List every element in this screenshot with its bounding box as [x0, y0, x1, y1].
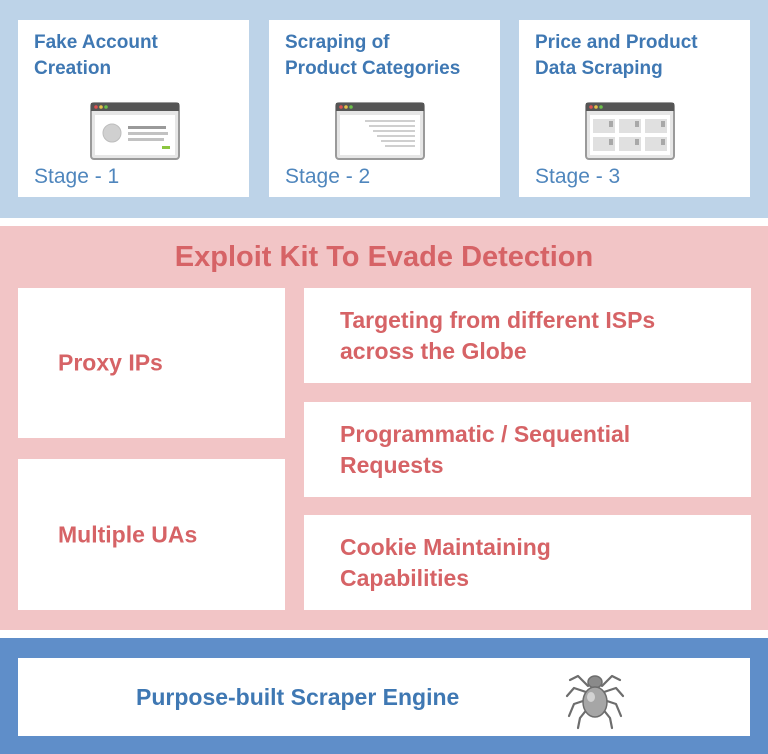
stage-1-title: Fake Account Creation — [34, 32, 158, 79]
cookie-capabilities-label: Cookie Maintaining Capabilities — [340, 533, 551, 591]
stage-3-label: Stage - 3 — [535, 165, 621, 188]
stage-1-label: Stage - 1 — [34, 165, 120, 188]
exploit-kit-band: Exploit Kit To Evade Detection Proxy IPs… — [0, 226, 768, 630]
stage-2-label: Stage - 2 — [285, 165, 371, 188]
stage-card-3: Price and Product Data Scraping Stage - … — [519, 20, 750, 197]
profile-page-icon — [90, 102, 180, 160]
proxy-ips-label: Proxy IPs — [58, 349, 163, 376]
isp-targeting-card: Targeting from different ISPs across the… — [304, 288, 751, 383]
stages-band: Fake Account Creation Stage - 1 Scraping… — [0, 0, 768, 218]
isp-targeting-label: Targeting from different ISPs across the… — [340, 306, 656, 364]
proxy-ips-card: Proxy IPs — [18, 288, 285, 438]
engine-card: Purpose-built Scraper Engine — [18, 658, 750, 736]
engine-label: Purpose-built Scraper Engine — [136, 684, 460, 710]
product-grid-page-icon — [585, 102, 675, 160]
exploit-kit-title: Exploit Kit To Evade Detection — [174, 241, 594, 273]
engine-band: Purpose-built Scraper Engine — [0, 638, 768, 754]
sequential-requests-label: Programmatic / Sequential Requests — [340, 420, 631, 478]
multiple-uas-card: Multiple UAs — [18, 459, 285, 610]
stage-3-title: Price and Product Data Scraping — [535, 32, 698, 79]
stage-card-2: Scraping of Product Categories Stage - 2 — [269, 20, 500, 197]
stage-2-title: Scraping of Product Categories — [285, 32, 461, 79]
sequential-requests-card: Programmatic / Sequential Requests — [304, 402, 751, 497]
category-list-page-icon — [335, 102, 425, 160]
cookie-capabilities-card: Cookie Maintaining Capabilities — [304, 515, 751, 610]
stage-card-1: Fake Account Creation Stage - 1 — [18, 20, 249, 197]
spider-icon — [565, 674, 625, 730]
multiple-uas-label: Multiple UAs — [58, 521, 198, 547]
